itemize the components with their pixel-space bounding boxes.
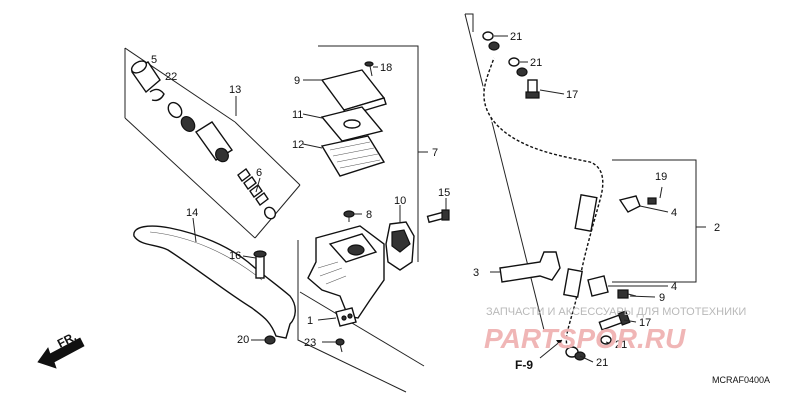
diaphragm-part (320, 135, 386, 177)
label-part-7: 7 (432, 147, 438, 159)
spring-part (237, 167, 277, 220)
label-part-21-third: 21 (615, 339, 627, 351)
label-part-5: 5 (151, 54, 157, 66)
oil-bolt-part (525, 79, 540, 99)
label-part-16: 16 (229, 250, 241, 262)
label-part-21-bottom: 21 (596, 357, 608, 369)
label-part-20: 20 (237, 334, 249, 346)
label-part-14: 14 (186, 207, 198, 219)
master-cylinder-body-group (307, 209, 450, 353)
part-labels: 5 22 13 6 14 16 20 9 11 12 18 7 10 15 8 … (151, 31, 720, 369)
label-part-13: 13 (229, 84, 241, 96)
label-part-1: 1 (307, 315, 313, 327)
master-cylinder-piston-group (124, 47, 301, 239)
hose-joint-part (574, 194, 598, 232)
label-part-11: 11 (292, 109, 303, 121)
label-part-15: 15 (438, 187, 450, 199)
label-part-12: 12 (292, 139, 304, 151)
label-part-23: 23 (304, 337, 316, 349)
oil-bolt-lower-part (598, 310, 631, 331)
hose-clamp-part-2 (587, 275, 609, 297)
pivot-bolt-part (253, 250, 267, 279)
figure-code: MCRAF0400A (712, 375, 770, 385)
watermark-caption: ЗАПЧАСТИ И АКСЕССУАРЫ ДЛЯ МОТОТЕХНИКИ (486, 306, 746, 318)
label-part-21-top: 21 (510, 31, 522, 43)
brake-hose-group (464, 13, 706, 361)
label-part-19: 19 (655, 171, 667, 183)
watermark: ЗАПЧАСТИ И АКСЕССУАРЫ ДЛЯ МОТОТЕХНИКИ PA… (484, 306, 746, 354)
label-part-17-bottom: 17 (639, 317, 651, 329)
label-part-17-top: 17 (566, 89, 578, 101)
holder-bolt-part (335, 338, 345, 353)
label-part-10: 10 (394, 195, 406, 207)
circlip-part (149, 88, 165, 102)
holder-part (335, 307, 357, 327)
diaphragm-plate-part (320, 106, 384, 142)
label-part-6: 6 (256, 167, 262, 179)
f9-reference-label: F-9 (515, 358, 533, 372)
screw-part (364, 61, 374, 77)
label-part-3: 3 (473, 267, 479, 279)
dust-boot-part (130, 60, 161, 94)
section-reference: F-9 (515, 339, 563, 372)
label-part-4-bottom: 4 (671, 281, 677, 293)
piston-part (194, 121, 234, 163)
label-part-21-second: 21 (530, 57, 542, 69)
body-screw-part (343, 210, 355, 222)
mirror-bolt-part (426, 209, 450, 224)
sealing-washer-part-2 (508, 57, 520, 67)
hose-clamp-part (618, 195, 657, 213)
label-part-9: 9 (294, 75, 300, 87)
label-part-9-bottom: 9 (659, 292, 665, 304)
brake-lever-part (133, 225, 296, 339)
seal-part (180, 115, 196, 133)
label-part-8: 8 (366, 209, 372, 221)
label-part-22: 22 (165, 71, 177, 83)
sealing-washer-part (482, 31, 494, 41)
label-part-18: 18 (380, 62, 392, 74)
hose-bracket-part (499, 251, 561, 283)
pivot-nut-part (264, 335, 276, 345)
sealing-washer-lower-part (600, 335, 612, 345)
reservoir-cap-group (318, 45, 428, 262)
washer-part (167, 101, 183, 119)
watermark-logo: PARTSPOR.RU (484, 323, 686, 354)
leader-lines (192, 35, 669, 363)
front-direction-arrow: FR. (37, 329, 85, 369)
brake-lever-group (133, 225, 425, 393)
label-part-4-top: 4 (671, 207, 677, 219)
clamp-bolt-part (617, 289, 637, 299)
label-part-2: 2 (714, 222, 720, 234)
